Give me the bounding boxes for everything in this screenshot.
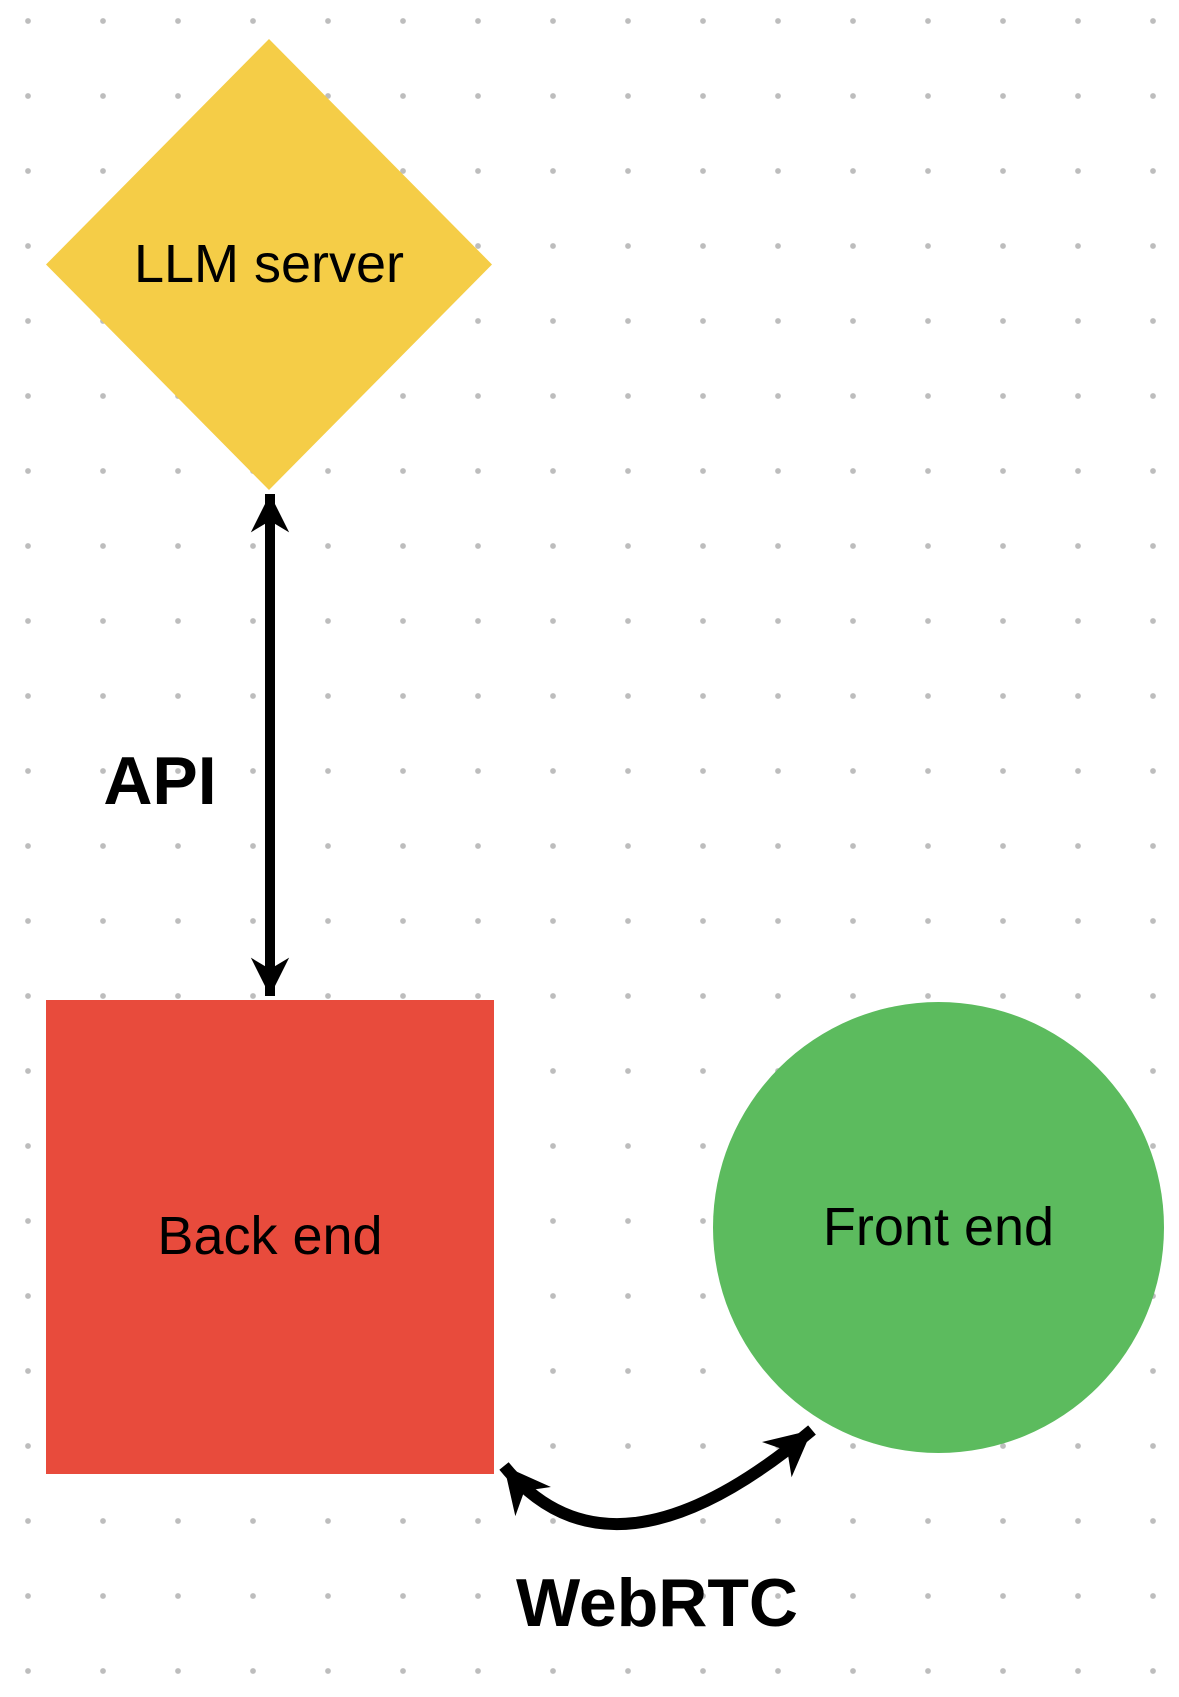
node-back-end[interactable]: Back end [46,1000,494,1474]
node-front-end-label: Front end [822,1196,1055,1257]
node-llm-server-label: LLM server [133,233,405,294]
api-connector-label: API [103,743,217,819]
node-front-end[interactable]: Front end [713,1002,1164,1453]
webrtc-connector-label: WebRTC [515,1565,799,1641]
node-back-end-label: Back end [157,1206,383,1267]
webrtc-connector-arrow[interactable] [499,1425,816,1531]
